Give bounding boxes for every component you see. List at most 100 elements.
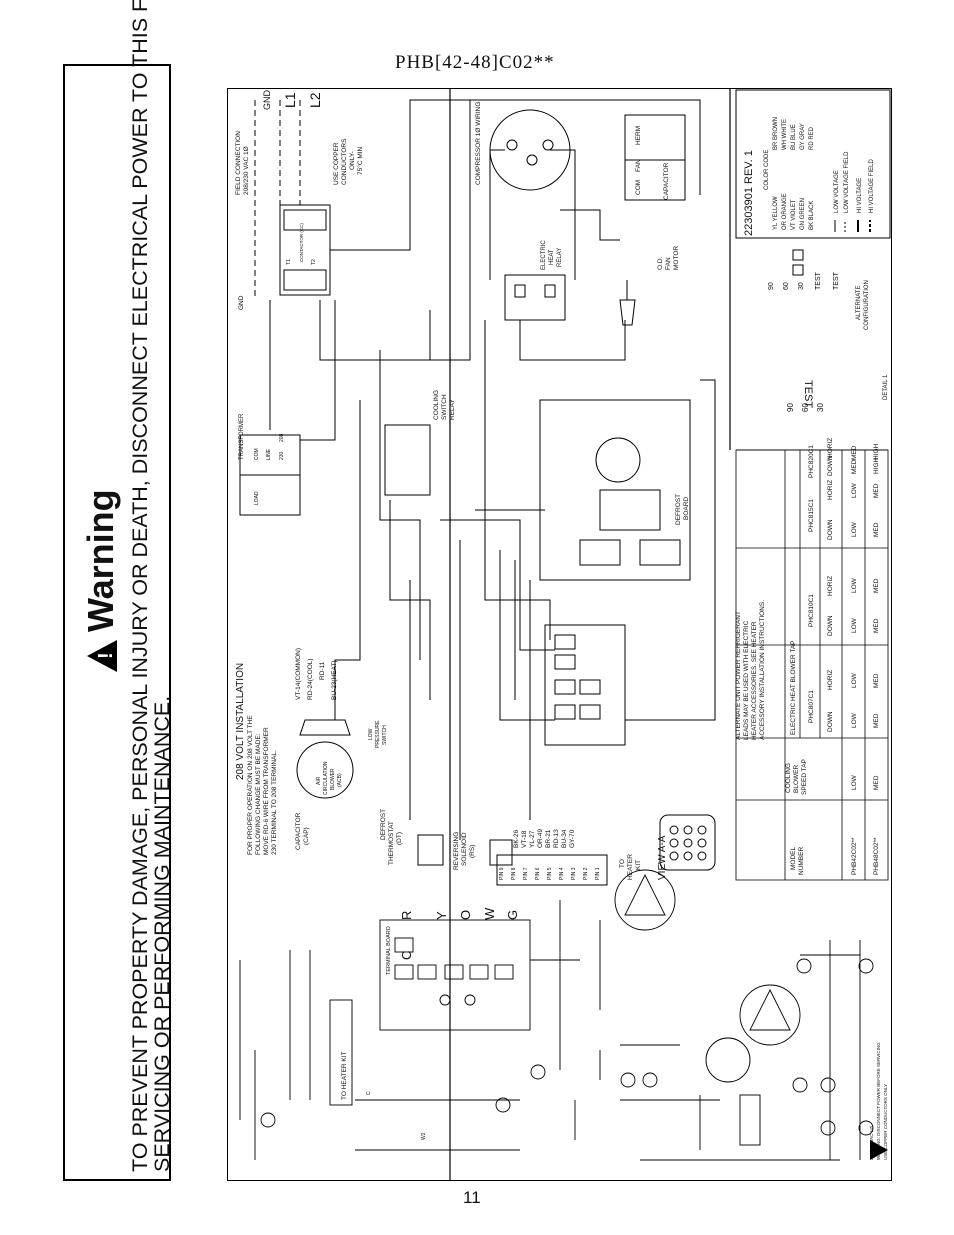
use-copper-2: CONDUCTORS (341, 138, 348, 185)
xfmr-load: LOAD (254, 491, 260, 505)
legend-2: LOW VOLTAGE FIELD (844, 151, 850, 213)
tbl-row1-v3: LOW (851, 617, 858, 633)
gnd-label-1: GND (238, 295, 245, 310)
od-fan-3: MOTOR (673, 246, 680, 270)
hk-wire-7: BU-34 (561, 829, 568, 848)
csr-1: COOLING (433, 390, 440, 420)
tbl-heater-3: PHC815C1 (808, 499, 815, 532)
schematic-warning-icon (870, 1140, 888, 1160)
capacitor-label: CAPACITOR (663, 162, 670, 200)
cc-4: GN GREEN (800, 198, 806, 230)
contactor-label: CONTACTOR (CC) (299, 223, 304, 262)
rev-sol-3: (RS) (469, 845, 476, 858)
cc-2: OR ORANGE (782, 193, 788, 230)
cc-3: VT VIOLET (791, 199, 797, 230)
lps-1: LOW (368, 728, 374, 740)
defrost-board (539, 399, 691, 581)
term-y: Y (434, 911, 449, 920)
cooling-switch-relay (384, 424, 431, 496)
tstat-wire-3: RD-11 (319, 661, 326, 680)
alt-test-2: TEST (833, 271, 840, 290)
tbl-speed-2: BLOWER (793, 765, 800, 793)
term-c: C (399, 951, 414, 960)
l2-label: L2 (307, 92, 323, 108)
tbl-row1-speed: LOW (851, 774, 858, 790)
tbl-row2-v7: HIGH (873, 457, 880, 474)
ladder-schematic (239, 869, 874, 1161)
model-title: PHB[42-48]C02** (395, 52, 555, 73)
tstat-wire-1: VT-14(COMMON) (295, 648, 302, 700)
alt-90: 90 (768, 282, 775, 290)
term-r: R (399, 911, 414, 920)
tbl-row2-v8: HIGH (873, 443, 880, 460)
alt-test-1: TEST (815, 271, 822, 290)
term-o: O (458, 910, 473, 920)
blower-3: BLOWER (330, 768, 336, 790)
view-a-a: VIEW A-A (657, 835, 668, 880)
tbl-heater-2: PHC810C1 (808, 594, 815, 627)
ehr-3: RELAY (557, 248, 563, 267)
tbl-group-header: ELECTRIC HEAT BLOWER TAP (790, 640, 797, 735)
volt-install-title: 208 VOLT INSTALLATION (235, 663, 246, 780)
rev-sol-2: SOLENOID (461, 832, 468, 866)
pin-1: PIN 1 (595, 867, 601, 880)
tbl-row2-v2: MED (873, 673, 880, 688)
tbl-orient-5: DOWN (827, 519, 834, 540)
heater-kit-1: TO (619, 859, 626, 868)
pictorial-diagram (239, 99, 716, 886)
csr-3: RELAY (449, 399, 456, 420)
tbl-row1-v1: LOW (851, 712, 858, 728)
dt-term-w2: W2 (421, 1132, 427, 1140)
dt-term-1: C (366, 1091, 372, 1095)
tbl-row1-model: PHB42C02** (851, 837, 858, 875)
tbl-row1-v4: LOW (851, 577, 858, 593)
tbl-row1-v6: LOW (851, 482, 858, 498)
volt-install-3: MOVE RD-6 WIRE FROM TRANSFORMER (263, 727, 270, 855)
tbl-orient-7: DOWN (827, 455, 834, 476)
pin-block (496, 854, 608, 886)
schematic-note-2: USE COPPER CONDUCTORS ONLY (883, 1084, 888, 1160)
cap-label-2: (CAP) (303, 827, 310, 845)
terminal-board (379, 919, 531, 1031)
od-fan-1: O.D. (657, 256, 664, 270)
hk-wire-3: YL-27 (529, 830, 536, 848)
tbl-orient-2: HORIZ (827, 670, 834, 690)
term-w: W (482, 907, 497, 920)
csr-2: SWITCH (441, 394, 448, 420)
tbl-row2-v1: MED (873, 713, 880, 728)
to-heater-kit-box (329, 999, 353, 1106)
test-90: 90 (786, 403, 795, 412)
cc-7: WH WHITE (782, 119, 788, 150)
t1-label: T1 (286, 259, 292, 265)
capacitor-box (624, 114, 686, 201)
tbl-model-2: NUMBER (798, 847, 805, 875)
field-conn-1: FIELD CONNECTION (235, 131, 242, 195)
cap-label-1: CAPACITOR (295, 812, 302, 850)
tbl-heater-4: PHC820C1 (808, 445, 815, 478)
xfmr-line: LINE (266, 448, 272, 460)
defrost-board-1: DEFROST (675, 494, 682, 525)
cap-com: COM (635, 180, 642, 195)
pin-3: PIN 3 (571, 867, 577, 880)
terminal-board-label: TERMINAL BOARD (386, 926, 392, 975)
legend-3: HI VOLTAGE (857, 178, 863, 213)
cc-5: BK BLACK (809, 201, 815, 230)
xfmr-com: COM (254, 448, 260, 460)
hk-wire-1: BK-26 (513, 830, 520, 848)
tstat-wire-2: RD-24(COOL) (307, 658, 314, 700)
tbl-row1-v7: MED (851, 459, 858, 474)
hk-wire-2: VT-18 (521, 830, 528, 848)
tbl-speed-3: SPEED TAP (801, 759, 808, 795)
part-number: 22303901 REV. 1 (743, 150, 755, 236)
field-conn-2: 208/230 VAC 1Ø (243, 146, 250, 195)
defrost-board-2: BOARD (683, 497, 690, 520)
tbl-heater-1: PHC807C1 (808, 690, 815, 723)
od-fan-2: FAN (665, 257, 672, 270)
ehr-2: HEAT (549, 249, 555, 265)
color-code-block: 22303901 REV. 1 COLOR CODE YL YELLOW OR … (735, 89, 891, 239)
alt-caption-2: CONFIGURATION (864, 280, 870, 330)
connector-view (659, 814, 716, 871)
volt-install-2: FOLLOWING CHANGE MUST BE MADE: (255, 733, 262, 855)
hk-wire-6: RD-13 (553, 829, 560, 848)
